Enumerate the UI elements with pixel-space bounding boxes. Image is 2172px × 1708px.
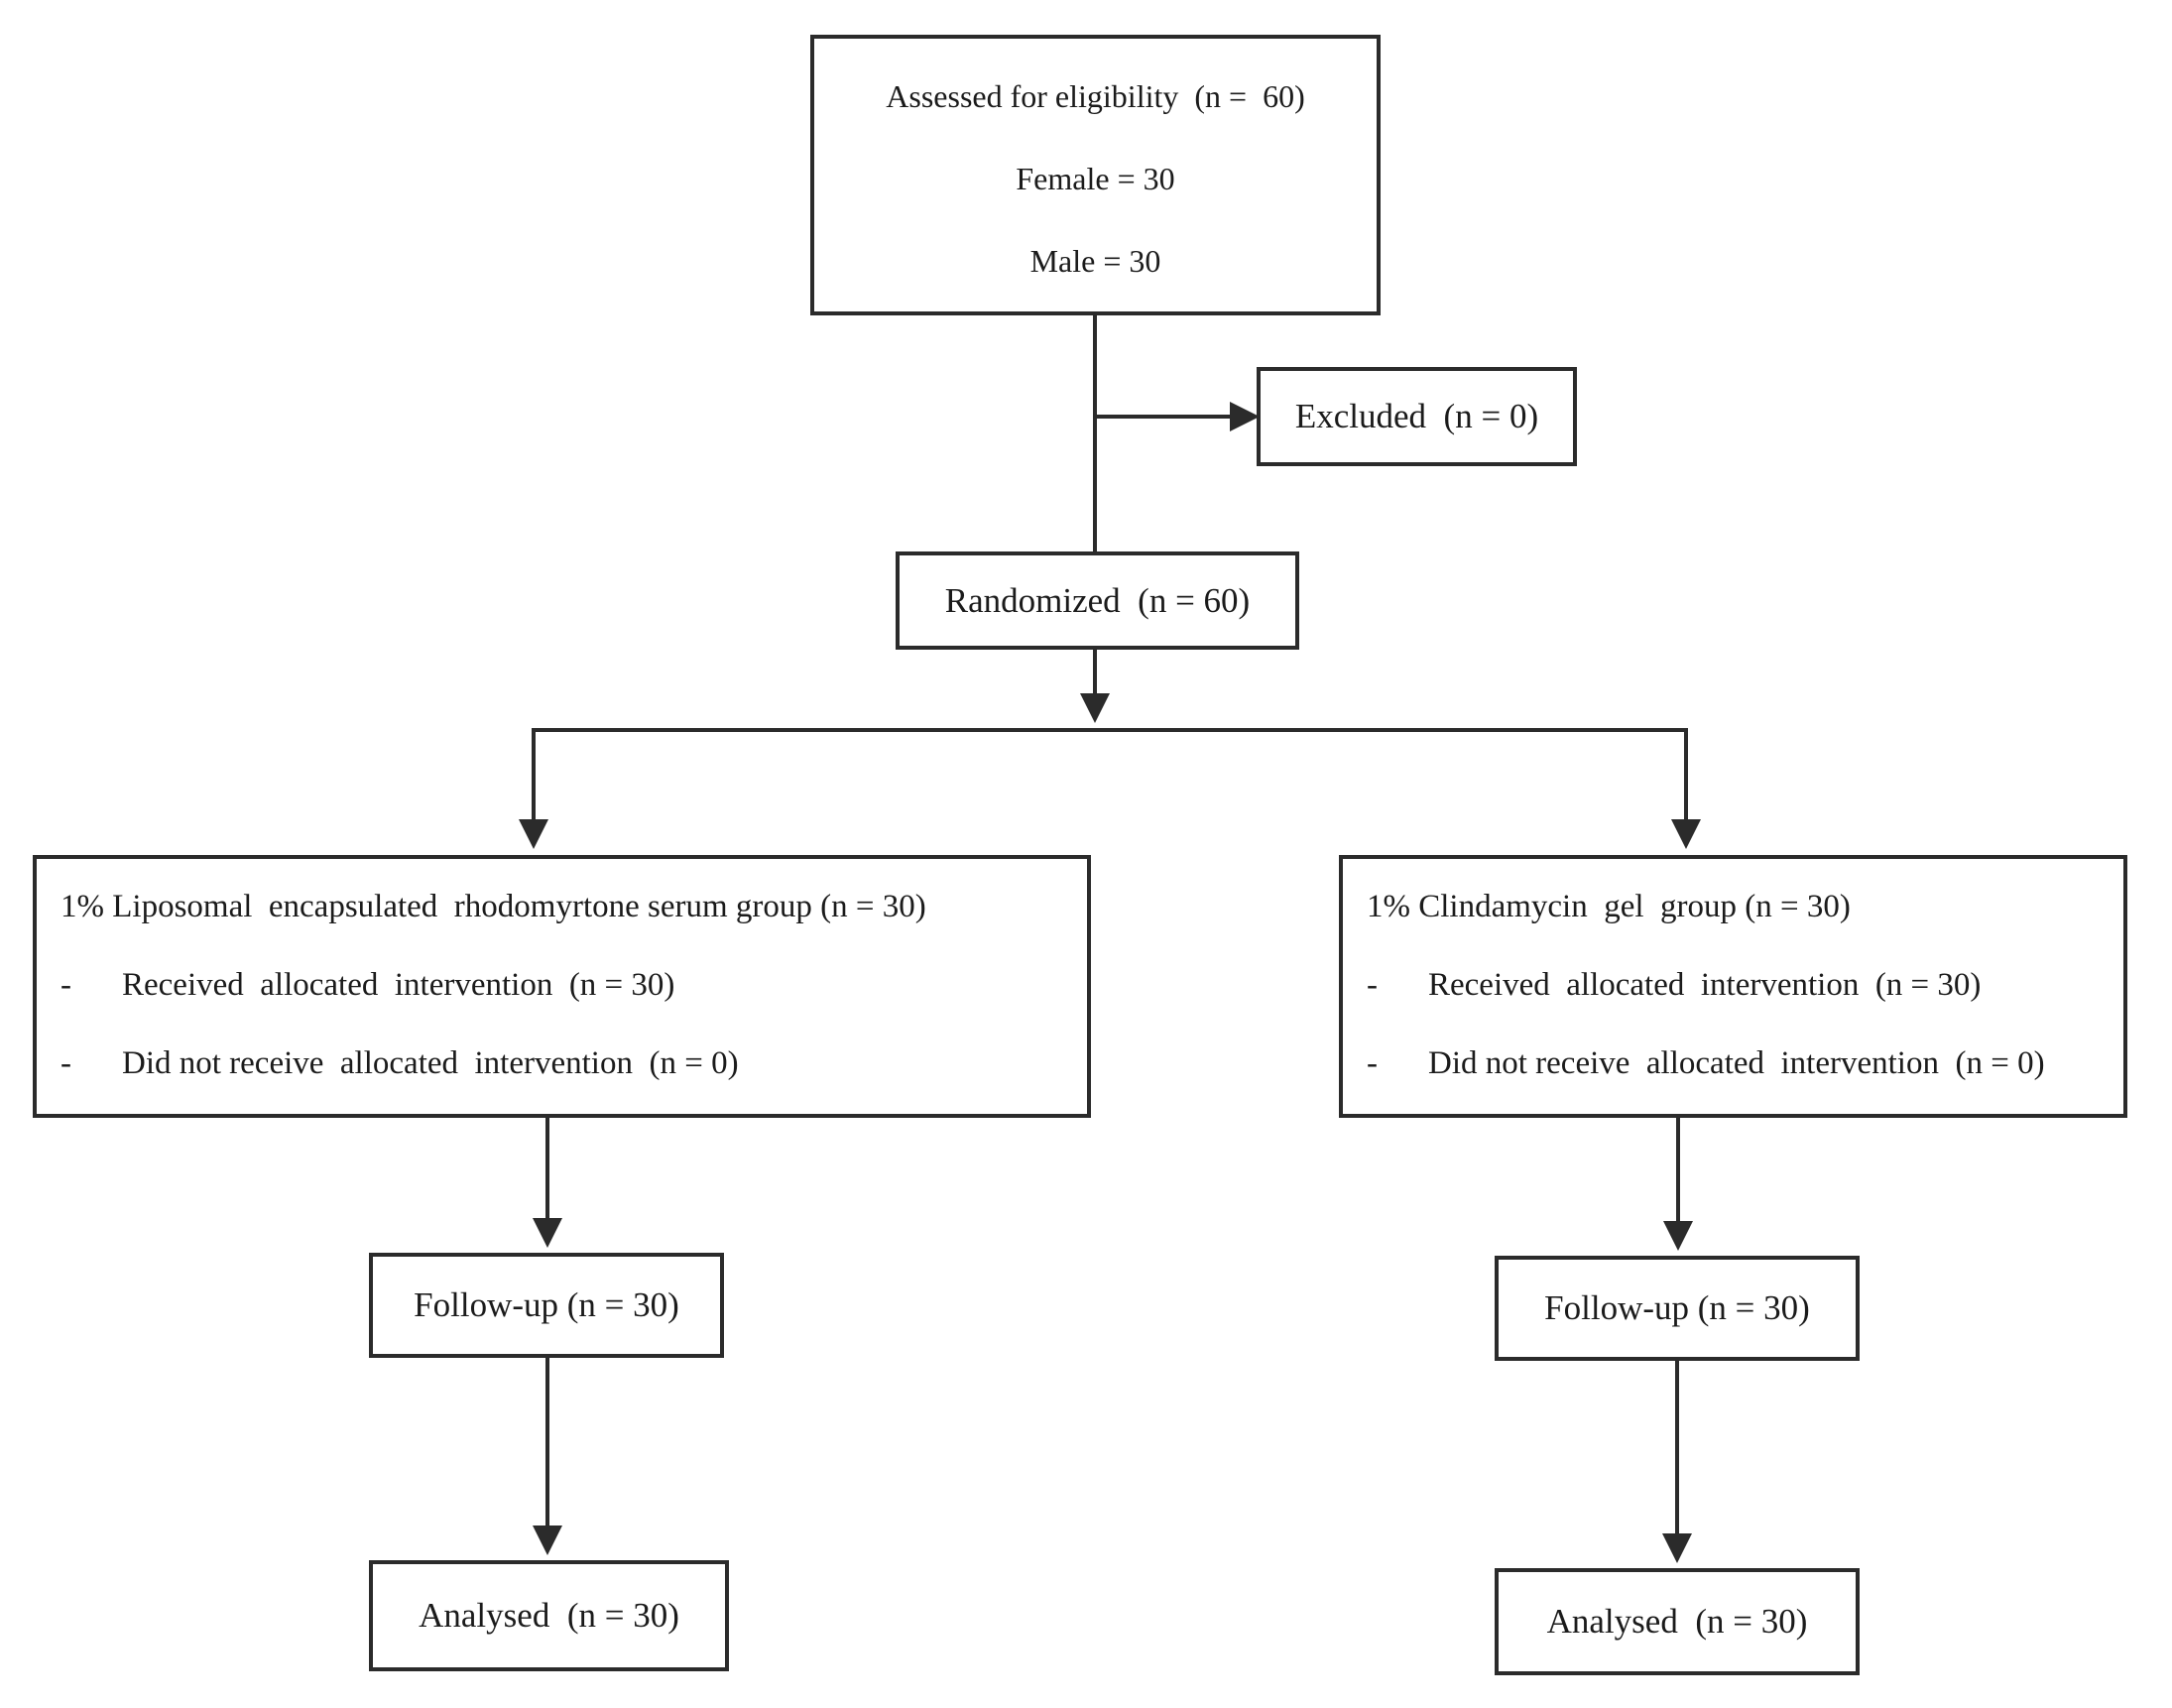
rhodomyrtone-group-box: 1% Liposomal encapsulated rhodomyrtone s… bbox=[33, 855, 1091, 1118]
clindamycin-not-received-item: - Did not receive allocated intervention… bbox=[1343, 1045, 2123, 1082]
followup-right-box: Follow-up (n = 30) bbox=[1495, 1256, 1860, 1361]
arrowhead-right-analysed bbox=[1662, 1533, 1692, 1563]
arrowhead-left-analysed bbox=[533, 1525, 562, 1555]
followup-left-box: Follow-up (n = 30) bbox=[369, 1253, 724, 1358]
arrowhead-left-followup bbox=[533, 1218, 562, 1248]
split-line bbox=[532, 728, 1688, 732]
rhodomyrtone-group-title: 1% Liposomal encapsulated rhodomyrtone s… bbox=[60, 889, 926, 924]
connector-split-left-group bbox=[532, 728, 536, 821]
rhodomyrtone-received-text: Received allocated intervention (n = 30) bbox=[122, 967, 675, 1003]
bullet-dash: - bbox=[1367, 1045, 1378, 1081]
assessed-female-count: Female = 30 bbox=[1016, 161, 1175, 196]
assessed-line: Assessed for eligibility (n = 60) bbox=[886, 78, 1305, 114]
bullet-dash: - bbox=[60, 1045, 71, 1081]
clindamycin-not-received-text: Did not receive allocated intervention (… bbox=[1428, 1045, 2045, 1081]
rhodomyrtone-not-received-text: Did not receive allocated intervention (… bbox=[122, 1045, 739, 1081]
clindamycin-received-item: - Received allocated intervention (n = 3… bbox=[1343, 967, 2123, 1004]
clindamycin-group-title: 1% Clindamycin gel group (n = 30) bbox=[1367, 889, 1851, 924]
clindamycin-group-box: 1% Clindamycin gel group (n = 30) - Rece… bbox=[1339, 855, 2127, 1118]
randomized-box: Randomized (n = 60) bbox=[896, 551, 1299, 650]
analysed-right-box: Analysed (n = 30) bbox=[1495, 1568, 1860, 1675]
bullet-dash: - bbox=[1367, 967, 1378, 1003]
excluded-box: Excluded (n = 0) bbox=[1257, 367, 1577, 466]
rhodomyrtone-received-item: - Received allocated intervention (n = 3… bbox=[37, 967, 1087, 1004]
assessed-for-eligibility-box: Assessed for eligibility (n = 60) Female… bbox=[810, 35, 1381, 315]
bullet-dash: - bbox=[60, 967, 71, 1003]
arrowhead-right-group bbox=[1671, 819, 1701, 849]
arrowhead-randomized-split bbox=[1080, 693, 1110, 723]
assessed-male-count: Male = 30 bbox=[1029, 243, 1161, 279]
connector-excluded bbox=[1093, 415, 1232, 419]
connector-assessed-randomized bbox=[1093, 315, 1097, 552]
connector-randomized-split bbox=[1093, 650, 1097, 695]
analysed-left-box: Analysed (n = 30) bbox=[369, 1560, 729, 1671]
arrowhead-left-group bbox=[519, 819, 548, 849]
connector-left-group-followup bbox=[545, 1118, 549, 1220]
arrowhead-excluded bbox=[1230, 402, 1260, 431]
rhodomyrtone-not-received-item: - Did not receive allocated intervention… bbox=[37, 1045, 1087, 1082]
arrowhead-right-followup bbox=[1663, 1221, 1693, 1251]
connector-left-followup-analysed bbox=[545, 1358, 549, 1527]
connector-right-group-followup bbox=[1676, 1118, 1680, 1223]
connector-split-right-group bbox=[1684, 728, 1688, 821]
connector-right-followup-analysed bbox=[1675, 1361, 1679, 1535]
clindamycin-received-text: Received allocated intervention (n = 30) bbox=[1428, 967, 1982, 1003]
